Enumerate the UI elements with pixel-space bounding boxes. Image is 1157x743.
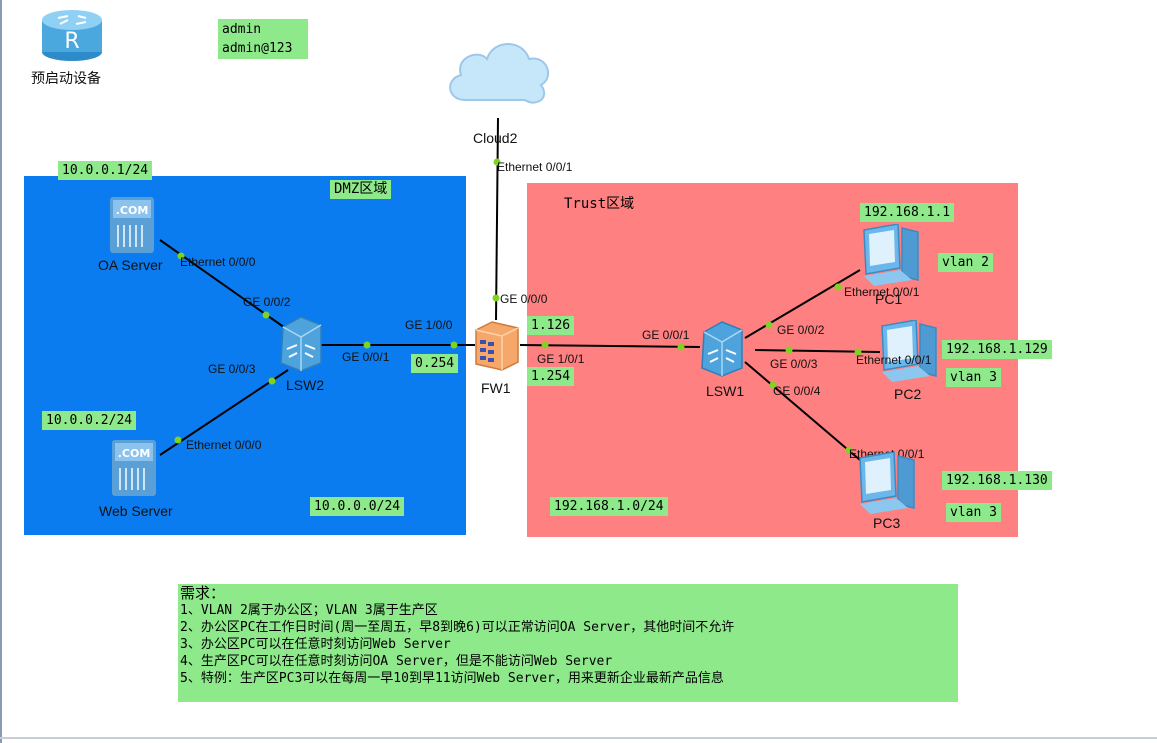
- port-dot: [493, 158, 501, 166]
- pc3-vlan: vlan 3: [946, 503, 1001, 522]
- oa-server-port: Ethernet 0/0/0: [180, 255, 256, 269]
- port-dot: [834, 283, 842, 291]
- pc2-port: Ethernet 0/0/1: [856, 353, 932, 367]
- requirement-item: 5、特例：生产区PC3可以在每周一早10到早11访问Web Server，用来更…: [180, 671, 724, 686]
- requirements-title: 需求：: [180, 584, 226, 602]
- fw1-name: FW1: [481, 380, 511, 396]
- web-server-icon[interactable]: .COM: [112, 440, 156, 496]
- fw1-port-cloud: GE 0/0/0: [500, 292, 548, 306]
- port-dot: [785, 346, 793, 354]
- fw1-ip-trust: 1.254: [527, 367, 575, 386]
- credentials-box: admin admin@123: [218, 19, 308, 59]
- svg-text:.COM: .COM: [116, 204, 149, 217]
- trust-subnet: 192.168.1.0/24: [550, 497, 668, 516]
- port-dot: [363, 341, 371, 349]
- cloud-port-label: Ethernet 0/0/1: [497, 160, 573, 174]
- svg-text:R: R: [64, 29, 79, 54]
- cloud-name: Cloud2: [473, 130, 518, 146]
- port-dot: [450, 341, 458, 349]
- pc1-vlan: vlan 2: [938, 253, 993, 272]
- fw1-ip-dmz: 0.254: [411, 354, 459, 373]
- link-lsw1-pc3: [744, 361, 861, 461]
- lsw1-port-fw: GE 0/0/1: [642, 328, 690, 342]
- pc1-port: Ethernet 0/0/1: [844, 285, 920, 299]
- port-dot: [769, 381, 777, 389]
- port-dot: [262, 311, 270, 319]
- trust-zone-label: Trust区域: [564, 196, 635, 212]
- port-dot: [854, 348, 862, 356]
- requirement-item: 3、办公区PC可以在任意时刻访问Web Server: [180, 637, 451, 652]
- requirement-item: 4、生产区PC可以在任意时刻访问OA Server，但是不能访问Web Serv…: [180, 654, 613, 669]
- lsw2-port-web: GE 0/0/3: [208, 362, 256, 376]
- lsw2-switch-icon[interactable]: [277, 315, 325, 373]
- router-icon[interactable]: R: [40, 6, 104, 64]
- pc2-computer-icon[interactable]: [878, 320, 940, 382]
- router-label: 预启动设备: [31, 70, 101, 86]
- fw1-port-dmz: GE 1/0/0: [405, 318, 453, 332]
- lsw2-name: LSW2: [286, 377, 325, 393]
- pc1-name: PC1: [875, 291, 903, 307]
- lsw2-port-oa: GE 0/0/2: [243, 295, 291, 309]
- port-dot: [845, 446, 853, 454]
- cloud-icon[interactable]: [443, 35, 555, 110]
- pc1-ip: 192.168.1.1: [860, 203, 955, 222]
- canvas-bottom-border: [0, 737, 1157, 739]
- pc3-ip: 192.168.1.130: [942, 471, 1052, 490]
- link-fw1-lsw1: [519, 344, 701, 348]
- pc1-computer-icon[interactable]: [860, 224, 922, 286]
- lsw1-switch-icon[interactable]: [698, 320, 746, 378]
- web-server-port: Ethernet 0/0/0: [186, 438, 262, 452]
- svg-text:.COM: .COM: [118, 447, 151, 460]
- lsw2-port-fw: GE 0/0/1: [342, 350, 390, 364]
- fw1-firewall-icon[interactable]: [472, 320, 522, 372]
- port-dot: [177, 252, 185, 260]
- dmz-zone-label: DMZ区域: [330, 180, 392, 199]
- web-server-name: Web Server: [99, 503, 173, 519]
- oa-server-icon[interactable]: .COM: [110, 197, 154, 253]
- web-server-ip: 10.0.0.2/24: [42, 411, 137, 430]
- lsw1-port-pc2: GE 0/0/3: [770, 357, 818, 371]
- dmz-zone: [24, 176, 466, 535]
- oa-server-name: OA Server: [98, 257, 163, 273]
- pc3-computer-icon[interactable]: [856, 452, 918, 514]
- link-cloud-fw1: [495, 117, 499, 321]
- requirements-box: 需求： 1、VLAN 2属于办公区；VLAN 3属于生产区 2、办公区PC在工作…: [178, 584, 958, 702]
- pc2-ip: 192.168.1.129: [942, 340, 1052, 359]
- port-dot: [765, 321, 773, 329]
- lsw1-port-pc1: GE 0/0/2: [777, 323, 825, 337]
- port-dot: [541, 341, 549, 349]
- fw1-port-trust: GE 1/0/1: [537, 352, 585, 366]
- port-dot: [268, 377, 276, 385]
- lsw1-name: LSW1: [706, 383, 745, 399]
- pc2-vlan: vlan 3: [946, 368, 1001, 387]
- port-dot: [677, 343, 685, 351]
- lsw1-port-pc3: GE 0/0/4: [773, 384, 821, 398]
- credentials-password: admin@123: [222, 41, 293, 56]
- requirement-item: 2、办公区PC在工作日时间(周一至周五，早8到晚6)可以正常访问OA Serve…: [180, 620, 735, 635]
- pc2-name: PC2: [894, 386, 922, 402]
- requirement-item: 1、VLAN 2属于办公区；VLAN 3属于生产区: [180, 603, 438, 618]
- dmz-subnet: 10.0.0.0/24: [310, 497, 405, 516]
- port-dot: [492, 294, 500, 302]
- credentials-user: admin: [222, 22, 262, 37]
- port-dot: [174, 436, 182, 444]
- pc3-name: PC3: [873, 515, 901, 531]
- oa-server-ip: 10.0.0.1/24: [58, 161, 153, 180]
- link-lsw1-pc1: [744, 269, 861, 339]
- fw1-ip-upper: 1.126: [527, 316, 575, 335]
- canvas-left-border: [0, 0, 2, 743]
